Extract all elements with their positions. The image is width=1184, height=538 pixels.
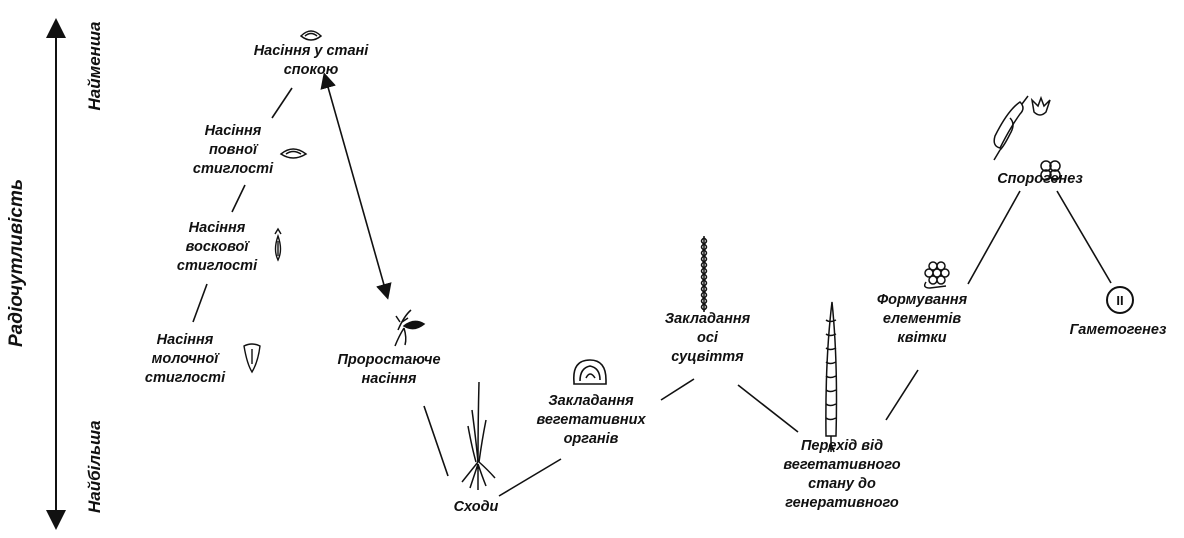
stage-line: генеративного: [785, 495, 899, 511]
gamete-icon: [1106, 286, 1134, 314]
stage-line: Проростаюче: [337, 352, 441, 368]
stage-line: насіння: [361, 371, 417, 387]
stage-line: Насіння: [204, 123, 262, 139]
stage-line: вегетативного: [783, 457, 901, 473]
connector-fullripe-waxripe: [231, 184, 246, 213]
stage-line: повної: [208, 142, 258, 158]
germinating-seed-icon: [394, 309, 426, 347]
connector-transition-flower: [885, 369, 919, 421]
stage-line: Спорогенез: [997, 171, 1083, 187]
gamete-symbol: II: [1116, 293, 1123, 308]
stage-line: Закладання: [548, 393, 634, 409]
stage-flower-elements: Формування елементів квітки: [862, 291, 982, 348]
stage-seed-wax-ripe: Насіння воскової стиглості: [162, 219, 272, 276]
connector-seedlings-vegetative: [498, 458, 562, 497]
ear-icon: [825, 301, 838, 453]
connector-waxripe-milkripe: [192, 283, 208, 323]
connector-vegetative-inflorescence: [660, 378, 695, 401]
pollen-tetrad-icon: [1040, 160, 1061, 181]
arrow-dormant-germinating: [320, 72, 392, 300]
stage-transition: Перехід від вегетативного стану до генер…: [762, 437, 922, 513]
full-ripe-seed-icon: [279, 148, 308, 159]
stage-line: Формування: [876, 292, 968, 308]
stage-inflorescence-axis: Закладання осі суцвіття: [645, 310, 770, 367]
stage-line: вегетативних: [536, 412, 646, 428]
stage-line: Насіння: [188, 220, 246, 236]
stage-seedlings: Сходи: [436, 498, 516, 517]
milk-ripe-seed-icon: [243, 343, 261, 374]
axis-bottom-label: Найбільша: [85, 420, 104, 513]
stage-line: стиглості: [192, 161, 274, 177]
stage-line: спокою: [283, 62, 339, 78]
stage-line: осі: [697, 330, 718, 346]
stage-seed-dormant: Насіння у стані спокою: [226, 42, 396, 80]
stage-vegetative-organs: Закладання вегетативних органів: [516, 392, 666, 449]
axis-top-label: Найменша: [85, 21, 104, 111]
stage-line: стиглості: [176, 258, 258, 274]
stage-line: Гаметогенез: [1069, 322, 1167, 338]
stage-germinating: Проростаюче насіння: [324, 351, 454, 389]
axis-title: Радіочутливість: [6, 178, 27, 347]
stage-line: квітки: [897, 330, 947, 346]
stage-line: суцвіття: [671, 349, 744, 365]
stage-line: Насіння у стані: [253, 43, 369, 59]
connector-sporogenesis-gametogenesis: [1056, 190, 1112, 284]
stage-sporogenesis: Спорогенез: [985, 170, 1095, 189]
wax-ripe-seed-icon: [274, 227, 282, 262]
stage-line: Насіння: [156, 332, 214, 348]
stage-seed-milk-ripe: Насіння молочної стиглості: [130, 331, 240, 388]
connector-inflorescence-transition: [737, 384, 799, 433]
seedling-icon: [461, 381, 496, 490]
connector-flower-sporogenesis: [967, 190, 1021, 285]
stage-line: органів: [563, 431, 619, 447]
stage-line: елементів: [882, 311, 962, 327]
connector-dormant-fullripe: [271, 87, 293, 119]
connector-germinating-seedlings: [423, 405, 449, 477]
dormant-seed-icon: [299, 30, 323, 41]
inflorescence-spike-icon: [700, 236, 708, 312]
stage-line: молочної: [151, 351, 219, 367]
flower-buds-icon: [923, 261, 950, 289]
stage-line: воскової: [185, 239, 249, 255]
anther-icon: [993, 95, 1051, 161]
stage-gametogenesis: Гаметогенез: [1056, 321, 1180, 340]
vegetative-bud-icon: [573, 359, 607, 385]
stage-line: стану до: [808, 476, 876, 492]
stage-line: стиглості: [144, 370, 226, 386]
stage-line: Перехід від: [800, 438, 884, 454]
stage-line: Закладання: [664, 311, 751, 327]
stage-seed-full-ripe: Насіння повної стиглості: [178, 122, 288, 179]
stage-line: Сходи: [453, 499, 499, 515]
